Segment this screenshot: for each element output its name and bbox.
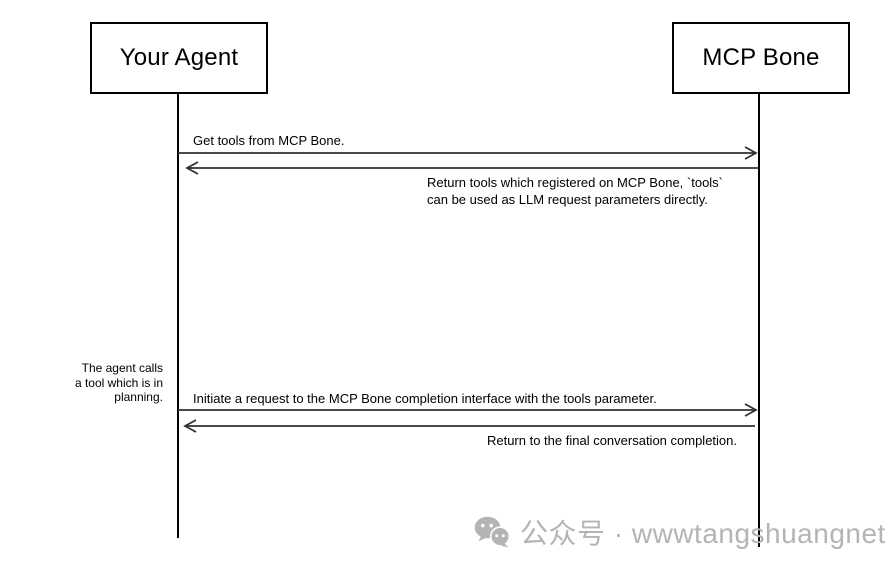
actor-mcp-bone-label: MCP Bone xyxy=(702,44,820,71)
actor-your-agent: Your Agent xyxy=(90,22,268,94)
annotation-line-3: planning. xyxy=(114,390,163,404)
lifeline-your-agent xyxy=(177,94,179,538)
lifeline-mcp-bone xyxy=(758,94,760,547)
message-1-label: Get tools from MCP Bone. xyxy=(193,133,345,148)
message-2-arrow-left xyxy=(185,161,759,175)
message-3-arrow-right xyxy=(178,403,758,417)
annotation-line-1: The agent calls xyxy=(81,361,163,375)
message-4-arrow-left xyxy=(183,419,755,433)
watermark: 公众号 · wwwtangshuangnet xyxy=(474,512,886,552)
actor-your-agent-label: Your Agent xyxy=(119,44,239,71)
message-1-arrow-right xyxy=(178,146,758,160)
annotation-line-2: a tool which is in xyxy=(74,375,163,390)
message-2-label-line-2: can be used as LLM request parameters di… xyxy=(427,191,708,207)
message-3-label: Initiate a request to the MCP Bone compl… xyxy=(193,391,657,406)
wechat-icon xyxy=(474,516,511,547)
message-2-label-line-1: Return tools which registered on MCP Bon… xyxy=(427,175,724,190)
actor-mcp-bone: MCP Bone xyxy=(672,22,850,94)
message-4-label: Return to the final conversation complet… xyxy=(486,433,737,448)
watermark-text: 公众号 · wwwtangshuangnet xyxy=(520,518,886,549)
annotation-agent-calls-tool: The agent calls a tool which is in plann… xyxy=(13,361,163,405)
message-2-label: Return tools which registered on MCP Bon… xyxy=(427,175,723,208)
